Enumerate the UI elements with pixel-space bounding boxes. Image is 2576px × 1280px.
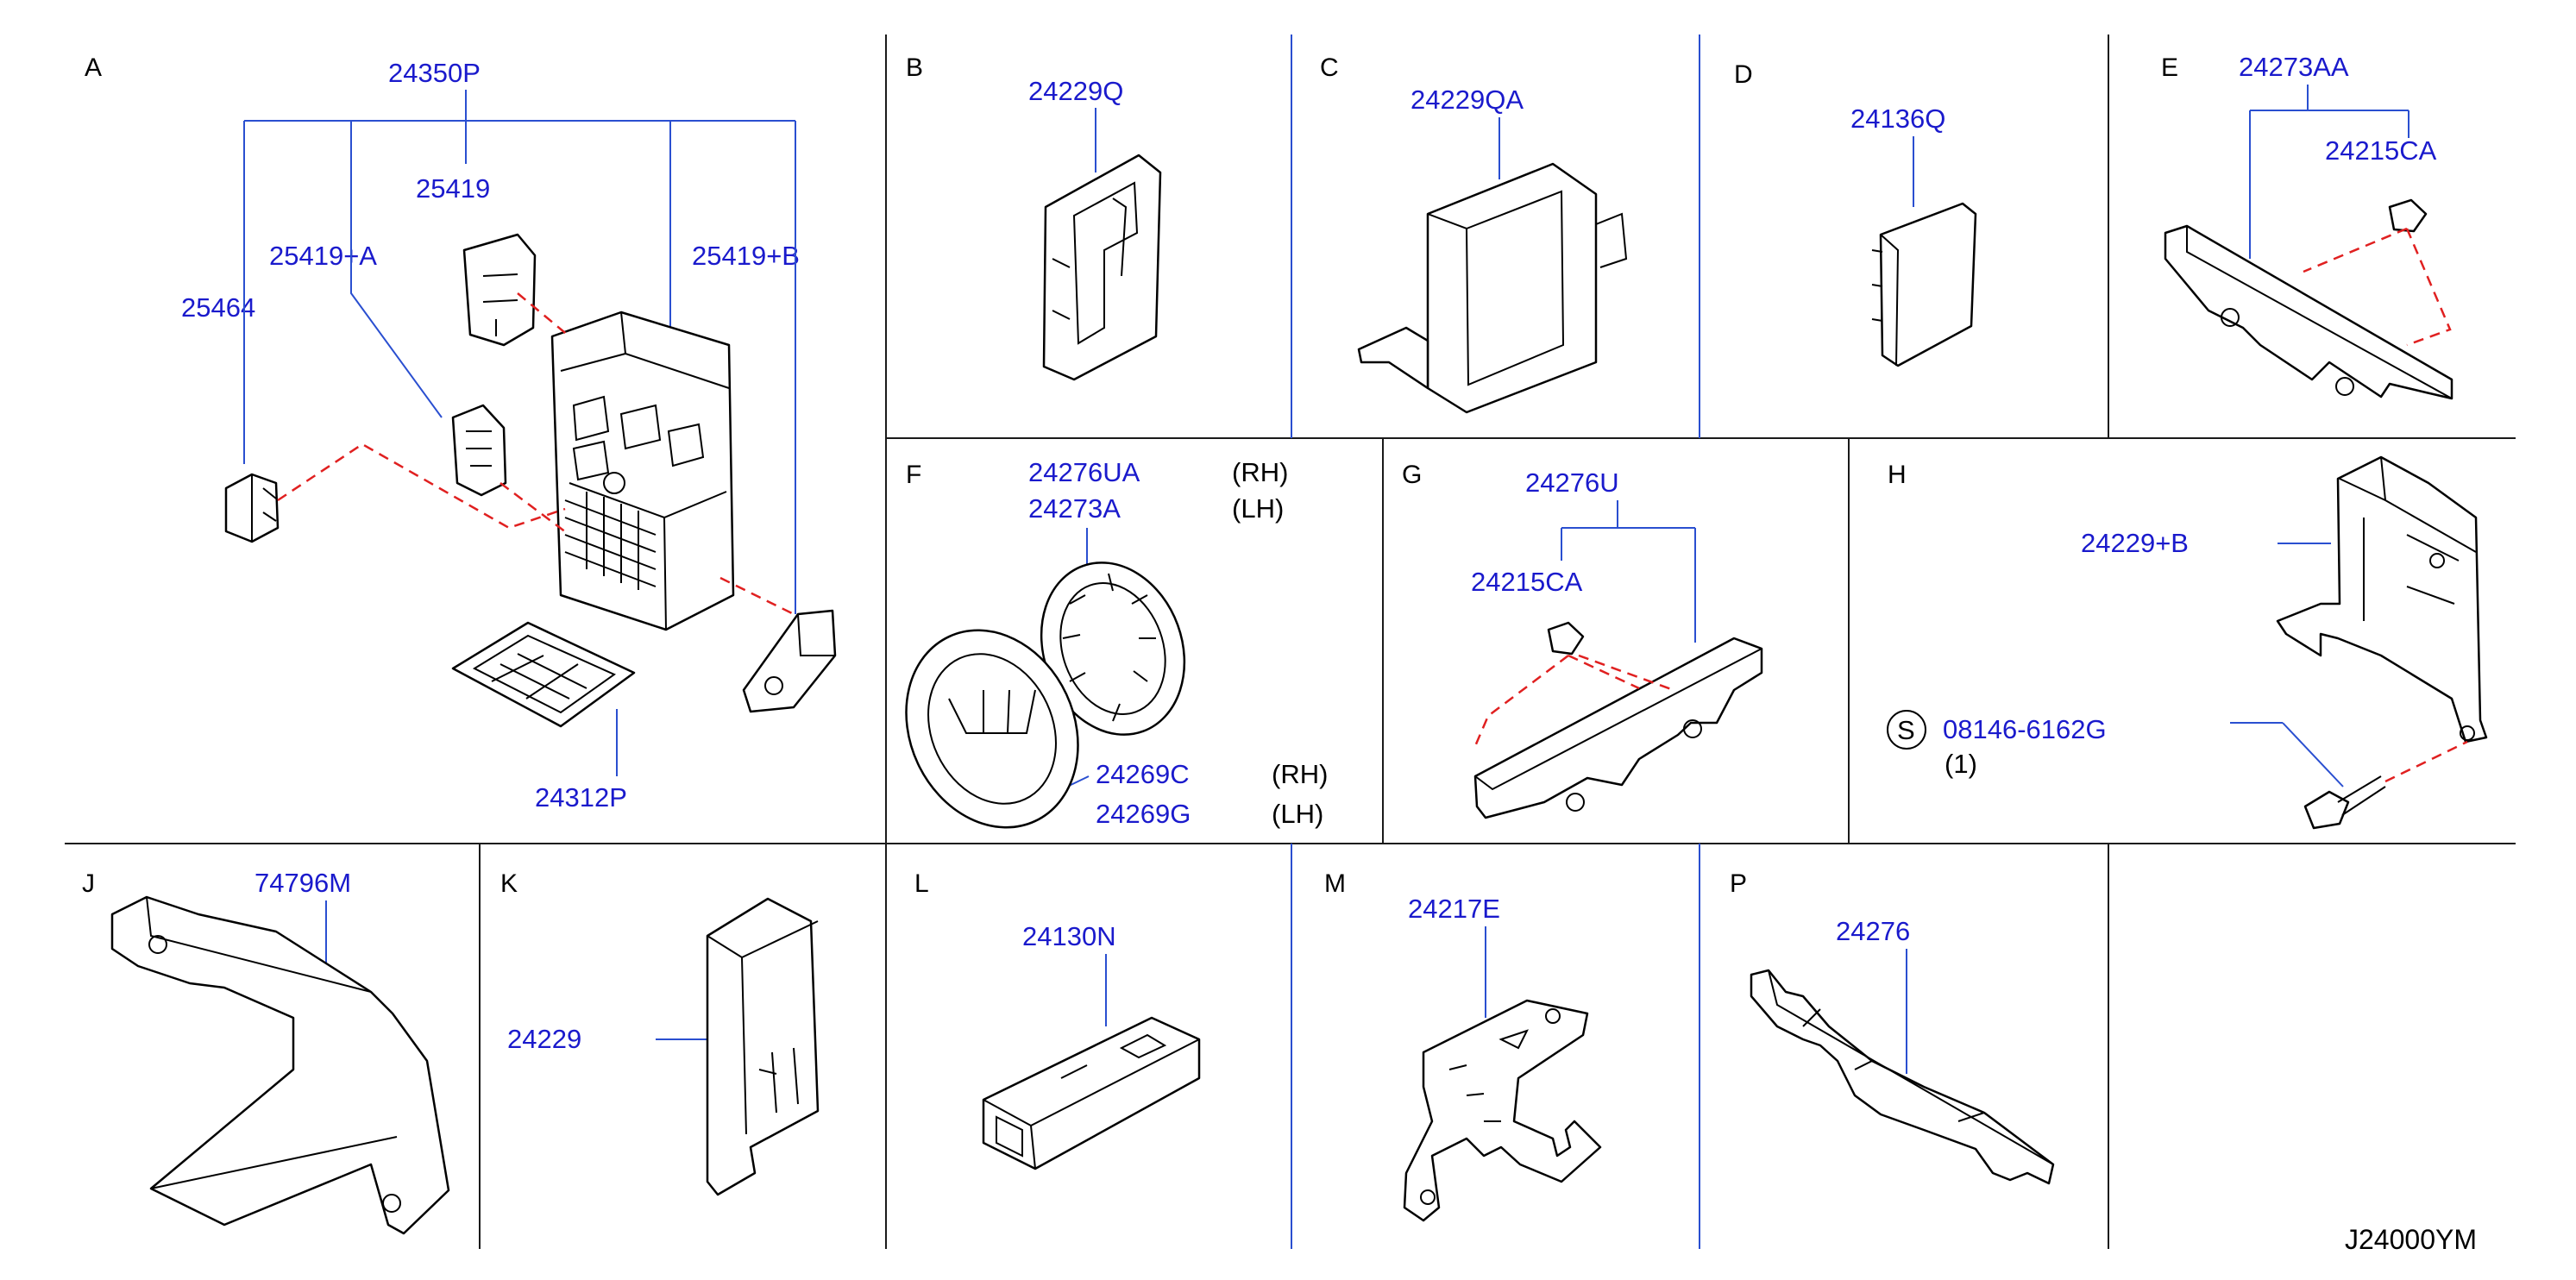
section-label-a: A — [85, 53, 102, 82]
part-number-25419b: 25419+B — [692, 241, 800, 271]
section-l: L 24130N — [914, 869, 1201, 1170]
section-h: H 24229+B S 08146-6162G (1) — [1887, 455, 2488, 830]
part-number-24269g: 24269G — [1096, 799, 1191, 829]
screw-08146-6162g — [2303, 790, 2350, 830]
section-g: G 24276U 24215CA — [1402, 461, 1763, 819]
clip-24215ca-e — [2388, 198, 2428, 233]
section-label-g: G — [1402, 461, 1422, 489]
part-number-24215ca-g: 24215CA — [1471, 567, 1583, 597]
section-m: M 24217E — [1324, 869, 1602, 1222]
bracket-24229b — [2276, 455, 2488, 744]
section-label-e: E — [2161, 53, 2178, 82]
symbol-s: S — [1897, 715, 1915, 745]
cover-24136q — [1879, 202, 1977, 367]
section-f: F 24276UA 24273A (RH) (LH) 24269C 24269G… — [905, 457, 1328, 829]
section-label-l: L — [914, 869, 929, 898]
section-j: J 74796M — [82, 868, 450, 1235]
section-label-c: C — [1320, 53, 1339, 82]
part-number-24217e: 24217E — [1408, 894, 1500, 924]
part-number-25464: 25464 — [181, 292, 255, 323]
part-number-25419: 25419 — [416, 173, 490, 204]
section-label-f: F — [906, 461, 921, 489]
section-a: A 24350P 25419 25419+A 25419+B 25464 243… — [85, 53, 837, 813]
part-number-24229q: 24229Q — [1028, 76, 1123, 106]
part-number-24312p: 24312P — [535, 782, 627, 813]
part-number-08146-6162g: 08146-6162G — [1943, 714, 2107, 744]
section-k: K 24229 — [500, 869, 820, 1196]
section-e: E 24273AA 24215CA — [2161, 52, 2453, 400]
section-label-d: D — [1734, 60, 1753, 89]
bracket-24217e — [1403, 999, 1602, 1222]
part-number-24273a: 24273A — [1028, 493, 1121, 524]
section-label-m: M — [1324, 869, 1346, 898]
connector-25419 — [462, 233, 537, 347]
connector-25419a — [451, 404, 507, 497]
section-label-b: B — [906, 53, 923, 82]
cover-24312p — [451, 621, 636, 728]
note-lh-1: (LH) — [1232, 493, 1284, 524]
protector-24273aa — [2164, 224, 2453, 400]
holder-24229 — [706, 897, 820, 1196]
section-label-p: P — [1730, 869, 1747, 898]
clip-24215ca-g — [1547, 621, 1585, 656]
section-p: P 24276 — [1730, 869, 2055, 1185]
section-b: B 24229Q — [906, 53, 1162, 381]
cover-74796m — [110, 895, 450, 1235]
part-number-25419a: 25419+A — [269, 241, 377, 271]
quantity-1: (1) — [1945, 749, 1977, 779]
section-c: C 24229QA — [1320, 53, 1628, 414]
diagram-code: J24000YM — [2345, 1224, 2477, 1255]
bracket-24229q — [1042, 154, 1162, 381]
part-number-24276: 24276 — [1836, 916, 1910, 946]
bracket-25419b — [742, 609, 837, 713]
part-number-24136q: 24136Q — [1850, 104, 1945, 134]
part-number-24229: 24229 — [507, 1024, 581, 1054]
note-lh-2: (LH) — [1272, 799, 1323, 829]
part-number-24229b: 24229+B — [2081, 528, 2189, 558]
part-number-24350p: 24350P — [388, 58, 481, 88]
protector-24276u — [1473, 637, 1763, 819]
part-number-24276ua: 24276UA — [1028, 457, 1140, 487]
part-number-24229qa: 24229QA — [1411, 85, 1524, 115]
section-d: D 24136Q — [1734, 60, 1977, 367]
connector-24130n — [982, 1016, 1201, 1170]
grid-lines — [65, 35, 2516, 1249]
grommet-24269c — [905, 629, 1079, 829]
part-number-24276u: 24276U — [1525, 467, 1619, 498]
section-label-k: K — [500, 869, 518, 898]
part-number-24273aa: 24273AA — [2239, 52, 2349, 82]
note-rh-1: (RH) — [1232, 457, 1288, 487]
holder-24229qa — [1426, 162, 1598, 414]
note-rh-2: (RH) — [1272, 759, 1328, 789]
part-number-24269c: 24269C — [1096, 759, 1190, 789]
part-number-74796m: 74796M — [254, 868, 351, 898]
part-number-24215ca-e: 24215CA — [2325, 135, 2437, 166]
section-label-j: J — [82, 869, 95, 898]
section-label-h: H — [1888, 461, 1907, 489]
part-number-24130n: 24130N — [1022, 921, 1116, 951]
